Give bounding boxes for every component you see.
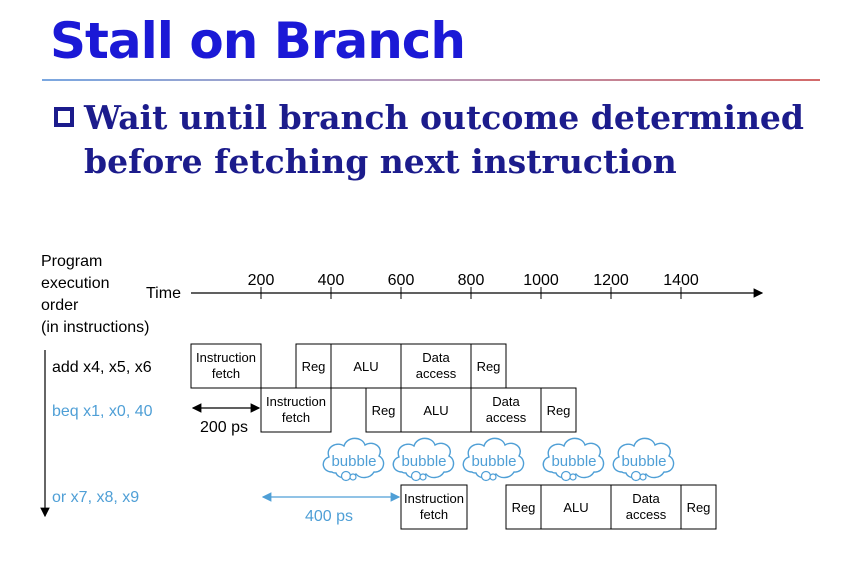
bubble-label: bubble xyxy=(331,453,376,470)
stage-label: Instruction xyxy=(266,394,326,409)
bubble-cloud: bubble xyxy=(462,437,525,482)
stage-label: fetch xyxy=(420,507,448,522)
stage-reg-write xyxy=(540,387,577,433)
bullet-text: Wait until branch outcome determined bef… xyxy=(84,98,805,181)
stage-label: ALU xyxy=(563,500,588,515)
time-label: Time xyxy=(146,285,181,302)
stage-label: ALU xyxy=(423,403,448,418)
axis-label-line: order xyxy=(41,297,79,314)
bubble-cloud: bubble xyxy=(322,437,385,482)
stage-label: fetch xyxy=(282,410,310,425)
axis-label-line: execution xyxy=(41,275,110,292)
bubble-cloud: bubble xyxy=(392,437,455,482)
stage-reg-read xyxy=(505,484,542,530)
tick-label: 600 xyxy=(388,272,415,289)
stage-label: Reg xyxy=(302,359,326,374)
stage-label: ALU xyxy=(353,359,378,374)
stage-instruction-fetch xyxy=(260,387,332,433)
stage-label: Instruction xyxy=(196,350,256,365)
stage-alu xyxy=(330,343,402,389)
instruction-label-add: add x4, x5, x6 xyxy=(52,359,152,376)
title-divider xyxy=(42,79,820,81)
bullet-square-icon xyxy=(54,107,74,127)
stage-instruction-fetch xyxy=(190,343,262,389)
bubble-cloud: bubble xyxy=(612,437,675,482)
pipeline-row-beq: Instruction fetch Reg ALU Data access Re… xyxy=(260,387,577,433)
stage-alu xyxy=(400,387,472,433)
stage-label: Reg xyxy=(477,359,501,374)
bubble-label: bubble xyxy=(401,453,446,470)
bubble-label: bubble xyxy=(551,453,596,470)
stage-instruction-fetch xyxy=(400,484,468,530)
stage-data-access xyxy=(610,484,682,530)
stage-reg-write xyxy=(680,484,717,530)
tick-label: 1200 xyxy=(593,272,629,289)
bubble-label: bubble xyxy=(471,453,516,470)
stage-data-access xyxy=(470,387,542,433)
bubble-cloud: bubble xyxy=(542,437,605,482)
stage-label: Data xyxy=(632,491,660,506)
stage-reg-read xyxy=(365,387,402,433)
instruction-label-beq: beq x1, x0, 40 xyxy=(52,403,153,420)
stage-reg-read xyxy=(295,343,332,389)
tick-label: 1400 xyxy=(663,272,699,289)
stage-label: Reg xyxy=(547,403,571,418)
time-ticks xyxy=(260,287,682,299)
stage-label: Data xyxy=(492,394,520,409)
tick-label: 200 xyxy=(248,272,275,289)
pipeline-row-or: Instruction fetch Reg ALU Data access Re… xyxy=(400,484,717,530)
instruction-label-or: or x7, x8, x9 xyxy=(52,489,139,506)
stage-label: Instruction xyxy=(404,491,464,506)
stage-reg-write xyxy=(470,343,507,389)
tick-label: 800 xyxy=(458,272,485,289)
stage-label: access xyxy=(486,410,527,425)
stage-label: Reg xyxy=(512,500,536,515)
axis-label-line: (in instructions) xyxy=(41,319,149,336)
stage-data-access xyxy=(400,343,472,389)
tick-label: 1000 xyxy=(523,272,559,289)
stage-label: Data xyxy=(422,350,450,365)
gap-label-400ps: 400 ps xyxy=(305,508,353,525)
pipeline-row-add: Instruction fetch Reg ALU Data access Re… xyxy=(190,343,507,389)
stage-label: Reg xyxy=(687,500,711,515)
axis-label-line: Program xyxy=(41,253,102,270)
stage-label: access xyxy=(416,366,457,381)
stage-label: fetch xyxy=(212,366,240,381)
stage-alu xyxy=(540,484,612,530)
stage-label: Reg xyxy=(372,403,396,418)
tick-label: 400 xyxy=(318,272,345,289)
stage-label: access xyxy=(626,507,667,522)
slide-title: Stall on Branch xyxy=(50,12,466,70)
gap-label-200ps: 200 ps xyxy=(200,419,248,436)
bubble-label: bubble xyxy=(621,453,666,470)
